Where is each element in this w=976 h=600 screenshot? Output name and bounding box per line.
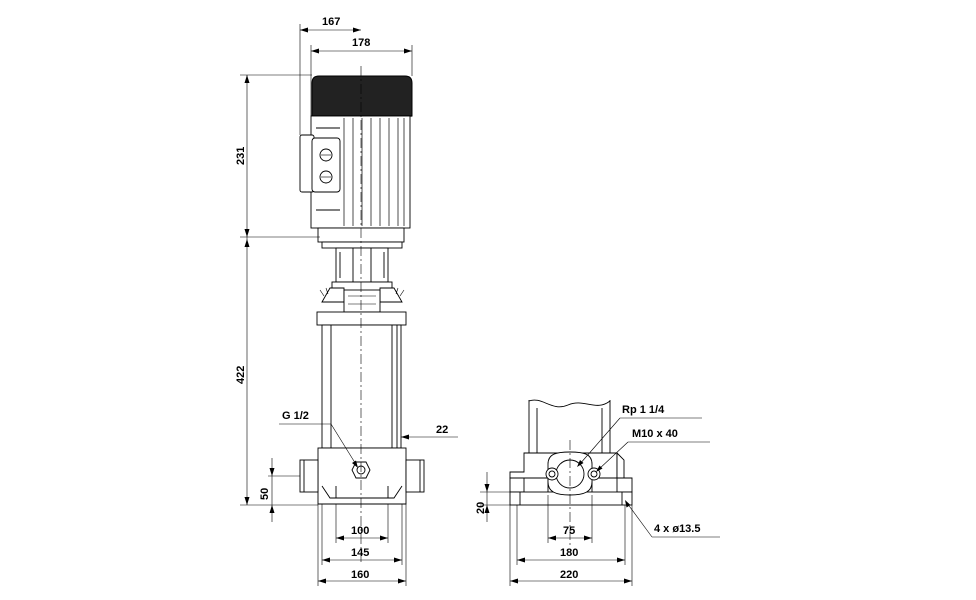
dim-75: 75 [563, 525, 575, 537]
dim-145: 145 [351, 547, 369, 559]
terminal-box [299, 134, 341, 193]
base-dimensions: Rp 1 1/4 M10 x 40 4 x ø13.5 20 75 180 [475, 404, 720, 586]
dim-220: 220 [560, 569, 578, 581]
motor-fan-cover [311, 75, 413, 117]
front-view [299, 66, 425, 565]
front-dimensions: 167 178 231 422 50 G 1/2 22 [235, 16, 458, 586]
label-drain-plug: G 1/2 [282, 410, 309, 422]
base-view [509, 399, 633, 545]
dim-160: 160 [351, 569, 369, 581]
dim-100: 100 [351, 525, 369, 537]
dim-180: 180 [560, 547, 578, 559]
label-port-thread: Rp 1 1/4 [622, 404, 665, 416]
sleeve-stub [528, 399, 611, 455]
pump-sleeve [321, 324, 402, 449]
label-flange-bolt: M10 x 40 [632, 428, 678, 440]
dim-231: 231 [235, 147, 247, 165]
label-mount-holes: 4 x ø13.5 [654, 523, 700, 535]
dim-50: 50 [259, 488, 271, 500]
pump-base [299, 447, 425, 505]
dim-422: 422 [235, 366, 247, 384]
dim-178: 178 [352, 37, 370, 49]
dim-22: 22 [436, 424, 448, 436]
dim-20: 20 [475, 502, 487, 514]
dim-167: 167 [322, 16, 340, 28]
pump-head-plate [316, 311, 407, 326]
